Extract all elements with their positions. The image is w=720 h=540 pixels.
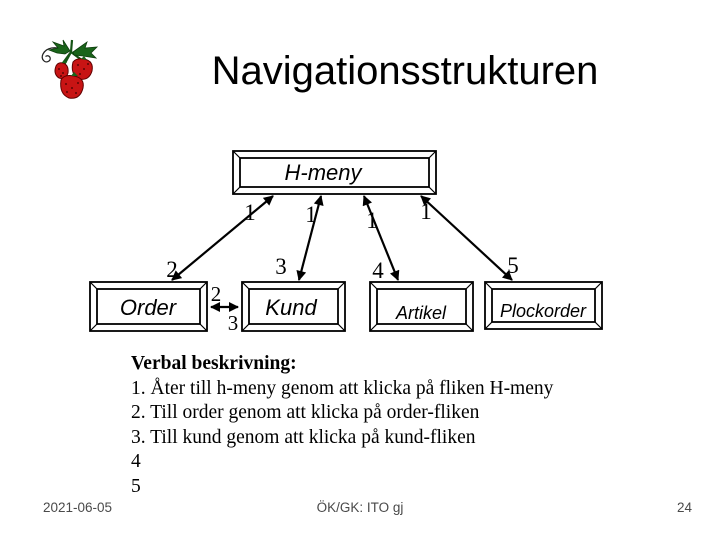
hmeny-box: H-meny <box>232 150 437 195</box>
order-box-label: Order <box>120 295 178 320</box>
berry-seeds <box>58 63 89 94</box>
description-line-3: 3. Till kund genom att klicka på kund-fl… <box>131 426 476 448</box>
description-heading: Verbal beskrivning: <box>131 353 297 374</box>
berry-small <box>54 62 69 79</box>
artikel-box-label: Artikel <box>395 303 447 323</box>
leaf-left <box>47 39 71 55</box>
label-1-order: 1 <box>244 200 256 225</box>
label-5-plockorder: 5 <box>507 253 519 278</box>
footer-page-number: 24 <box>676 500 692 515</box>
label-1-kund: 1 <box>305 202 317 227</box>
arrow-hmeny-order <box>171 195 274 281</box>
description-line-2: 2. Till order genom att klicka på order-… <box>131 402 480 423</box>
label-1-plockorder: 1 <box>420 199 432 224</box>
verbal-description-block: Verbal beskrivning: 1. Åter till h-meny … <box>131 352 631 499</box>
kund-box: Kund <box>241 281 346 332</box>
description-line-4: 4 <box>131 451 141 472</box>
calyxes <box>62 56 87 76</box>
label-3-kund: 3 <box>275 254 287 279</box>
plockorder-box: Plockorder <box>484 281 603 330</box>
kund-box-label: Kund <box>265 295 317 320</box>
slide-title: Navigationsstrukturen <box>211 49 599 93</box>
stems <box>59 39 84 68</box>
footer-course-label: ÖK/GK: ITO gj <box>316 500 404 515</box>
label-2-between: 2 <box>211 282 222 306</box>
label-1-artikel: 1 <box>366 208 378 233</box>
hmeny-box-label: H-meny <box>284 160 363 185</box>
arrow-hmeny-artikel <box>362 195 400 281</box>
arrow-hmeny-kund <box>296 195 324 281</box>
label-2-order: 2 <box>166 257 178 282</box>
label-3-between: 3 <box>228 311 239 335</box>
arrow-hmeny-plockorder <box>420 195 513 281</box>
footer-date: 2021-06-05 <box>43 500 113 515</box>
strawberries-logo-icon <box>38 38 104 108</box>
order-box: Order <box>89 281 208 332</box>
plockorder-box-label: Plockorder <box>500 301 587 321</box>
strawberries-logo-svg <box>41 39 99 99</box>
description-line-1: 1. Åter till h-meny genom att klicka på … <box>131 377 554 399</box>
leaf-right <box>72 40 99 59</box>
artikel-box: Artikel <box>369 281 474 332</box>
description-line-5: 5 <box>131 475 141 497</box>
label-4-artikel: 4 <box>372 258 384 283</box>
tendril-curl <box>41 47 68 63</box>
